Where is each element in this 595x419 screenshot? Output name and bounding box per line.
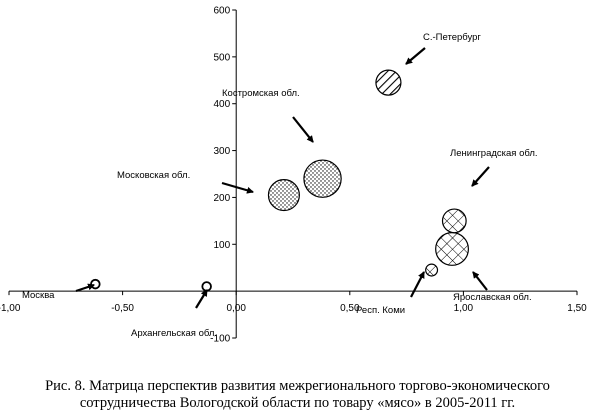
x-tick-label: -1,00 xyxy=(0,303,21,314)
bubble-Ленинградская обл. xyxy=(441,208,467,234)
annotation-arrow xyxy=(292,116,314,143)
bubble-Ярославская обл. xyxy=(435,232,469,266)
point-label: Костромская обл. xyxy=(222,88,300,99)
point-label: С.-Петербург xyxy=(423,32,481,43)
annotation-arrow xyxy=(221,181,254,194)
y-tick-label: 100 xyxy=(214,240,231,251)
point-label: Москва xyxy=(22,290,55,301)
caption-line-2: сотрудничества Вологодской области по то… xyxy=(79,395,516,411)
bubble-Костромская обл. xyxy=(303,159,342,198)
y-tick-label: 500 xyxy=(214,52,231,63)
point-label: Ярославская обл. xyxy=(453,292,532,303)
point-label: Респ. Коми xyxy=(356,305,405,316)
x-tick-label: 0,00 xyxy=(226,303,246,314)
axes: -1,00 -0,50 0,00 0,50 1,00 1,50 -100 100 200 300 4… xyxy=(0,6,587,345)
x-tick-label: 0,50 xyxy=(340,303,360,314)
y-tick-label: -100 xyxy=(210,334,230,345)
y-tick-label: 200 xyxy=(214,193,231,204)
bubble-Респ. Коми xyxy=(425,263,439,277)
annotation-arrow xyxy=(472,271,488,291)
point-label: Архангельская обл. xyxy=(131,328,217,339)
bubbles xyxy=(90,69,469,292)
annotation-arrow xyxy=(405,47,426,65)
y-tick-label: 400 xyxy=(214,99,231,110)
bubble-Москва xyxy=(90,278,101,290)
point-label: Московская обл. xyxy=(117,170,190,181)
bubble-chart: -1,00 -0,50 0,00 0,50 1,00 1,50 -100 100 200 300 4… xyxy=(0,6,587,345)
bubble-Московская обл. xyxy=(267,179,300,212)
point-label: Ленинградская обл. xyxy=(450,148,538,159)
annotation-arrow xyxy=(410,271,425,298)
y-tick-label: 600 xyxy=(214,6,231,17)
annotation-arrow xyxy=(195,289,208,309)
x-tick-label: 1,50 xyxy=(567,303,587,314)
caption-line-1: Рис. 8. Матрица перспектив развития межр… xyxy=(45,378,550,394)
x-tick-label: -0,50 xyxy=(111,303,134,314)
annotation-arrow xyxy=(75,283,95,293)
x-tick-label: 1,00 xyxy=(454,303,474,314)
annotation-arrow xyxy=(471,166,490,187)
bubble-С.-Петербург xyxy=(375,69,402,96)
y-tick-label: 300 xyxy=(214,146,231,157)
figure-caption: Рис. 8. Матрица перспектив развития межр… xyxy=(0,378,595,412)
bubble-Архангельская обл. xyxy=(201,281,212,292)
